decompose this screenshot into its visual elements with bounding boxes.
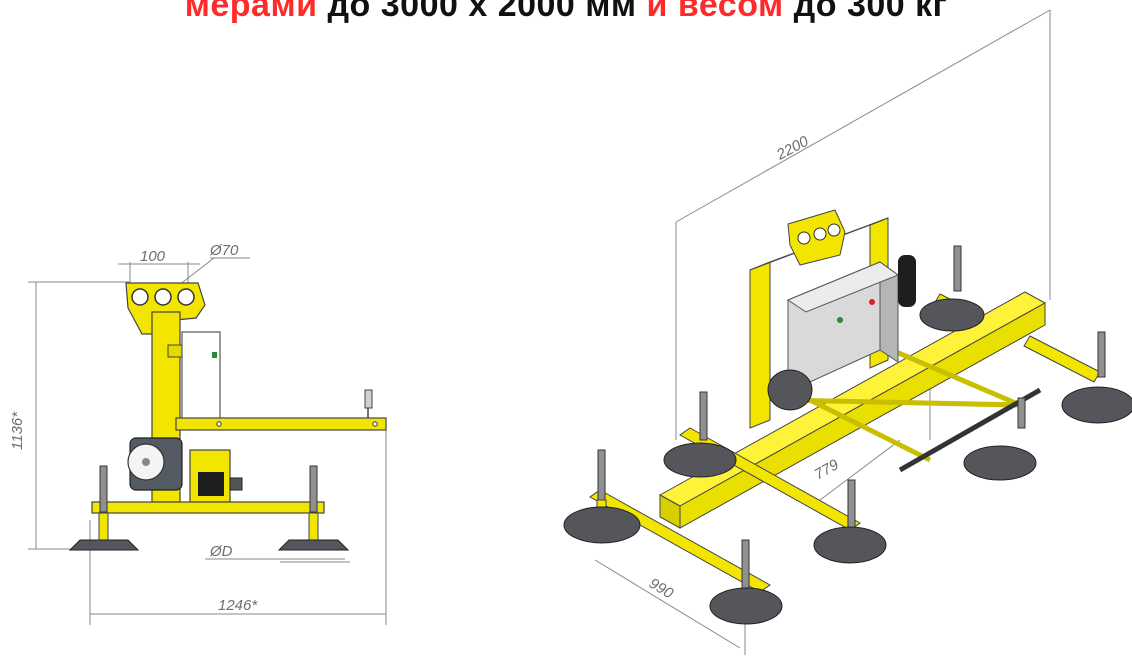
- spring-spindle: [309, 465, 318, 513]
- dim-iso-width: 990: [646, 575, 677, 603]
- iso-suction-pad: [1061, 386, 1132, 424]
- dim-top-width: 100: [140, 248, 166, 265]
- dim-iso-inner: 779: [812, 456, 843, 484]
- iso-spindle: [699, 391, 708, 441]
- iso-spindle: [741, 539, 750, 593]
- suction-pad: [68, 539, 140, 551]
- iso-suction-pad: [813, 526, 887, 564]
- iso-suction-pad: [563, 506, 641, 544]
- title-part-4: до 300 кг: [793, 0, 948, 24]
- page-title: мерами до 3000 х 2000 мм и весом до 300 …: [0, 0, 1132, 25]
- suction-pad-assemblies: [563, 245, 1132, 625]
- iso-spindle: [953, 245, 962, 292]
- pump-fan-hub: [142, 458, 150, 466]
- valve-block: [198, 472, 224, 496]
- dim-base-width: 1246*: [218, 597, 258, 614]
- title-part-1: мерами: [184, 0, 318, 24]
- lifting-hole: [154, 288, 172, 306]
- pad-stem: [308, 512, 319, 544]
- iso-spindle: [597, 449, 606, 503]
- iso-spindle: [1097, 331, 1106, 378]
- arm-bolt: [216, 421, 222, 427]
- spring-spindle: [99, 465, 108, 513]
- dim-pad-diameter: ØD: [209, 543, 233, 560]
- dim-diameter-top: Ø70: [209, 242, 239, 259]
- iso-suction-pad: [963, 445, 1037, 481]
- valve-connector: [229, 477, 243, 491]
- iso-spindle: [1017, 397, 1026, 429]
- indicator-light-red: [869, 299, 875, 305]
- vacuum-reservoir: [898, 255, 916, 307]
- iso-spindle: [847, 479, 856, 529]
- pad-stem: [98, 512, 109, 544]
- handle-bar: [898, 387, 1042, 473]
- back-beam: [1023, 335, 1101, 383]
- iso-suction-pad: [919, 298, 985, 332]
- isometric-view: 2200 779 990: [563, 9, 1132, 655]
- iso-lifting-hole: [797, 231, 811, 245]
- control-box: [181, 331, 221, 425]
- iso-suction-pad: [709, 587, 783, 625]
- side-dimension-lines: [28, 257, 387, 625]
- arm-sensor: [364, 389, 373, 409]
- iso-suction-pad: [663, 442, 737, 478]
- iso-lifting-hole: [813, 227, 827, 241]
- title-part-2: до 3000 х 2000 мм: [327, 0, 637, 24]
- control-box-indicator: [212, 352, 217, 358]
- dim-height: 1136*: [9, 411, 26, 450]
- iso-vacuum-pump: [767, 369, 813, 411]
- iso-lifting-hole: [827, 223, 841, 237]
- arm-bolt: [372, 421, 378, 427]
- suction-pad: [277, 539, 350, 551]
- main-beam-front: [679, 302, 1046, 529]
- horizontal-arm: [175, 417, 387, 431]
- tube-frame: [779, 342, 1021, 463]
- upright-frame: [749, 261, 771, 429]
- lifting-hole: [131, 288, 149, 306]
- lifting-hole: [177, 288, 195, 306]
- side-view: 100 Ø70 1136* ØD 1246*: [9, 242, 387, 625]
- dim-iso-length: 2200: [773, 133, 812, 164]
- title-part-3: и весом: [646, 0, 784, 24]
- base-beam: [91, 501, 325, 514]
- indicator-light-green: [837, 317, 843, 323]
